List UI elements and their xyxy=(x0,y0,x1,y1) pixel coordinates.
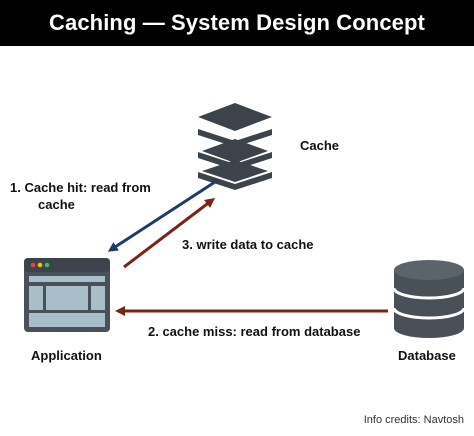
write-cache-arrow xyxy=(123,197,215,269)
cache-miss-label: 2. cache miss: read from database xyxy=(148,324,361,339)
credit-text: Info credits: Navtosh xyxy=(363,414,464,426)
cache-hit-label-line2: cache xyxy=(38,197,75,212)
application-window-icon xyxy=(24,258,110,332)
title-bar: Caching — System Design Concept xyxy=(0,0,474,46)
cache-layers-icon xyxy=(198,103,272,190)
database-icon xyxy=(392,260,466,338)
page-title: Caching — System Design Concept xyxy=(49,10,425,35)
database-label: Database xyxy=(398,348,456,363)
cache-label: Cache xyxy=(300,138,340,153)
cache-hit-arrow xyxy=(107,178,219,252)
application-label: Application xyxy=(31,348,102,363)
cache-hit-label-line1: 1. Cache hit: read from xyxy=(10,180,151,195)
write-cache-label: 3. write data to cache xyxy=(182,237,314,252)
